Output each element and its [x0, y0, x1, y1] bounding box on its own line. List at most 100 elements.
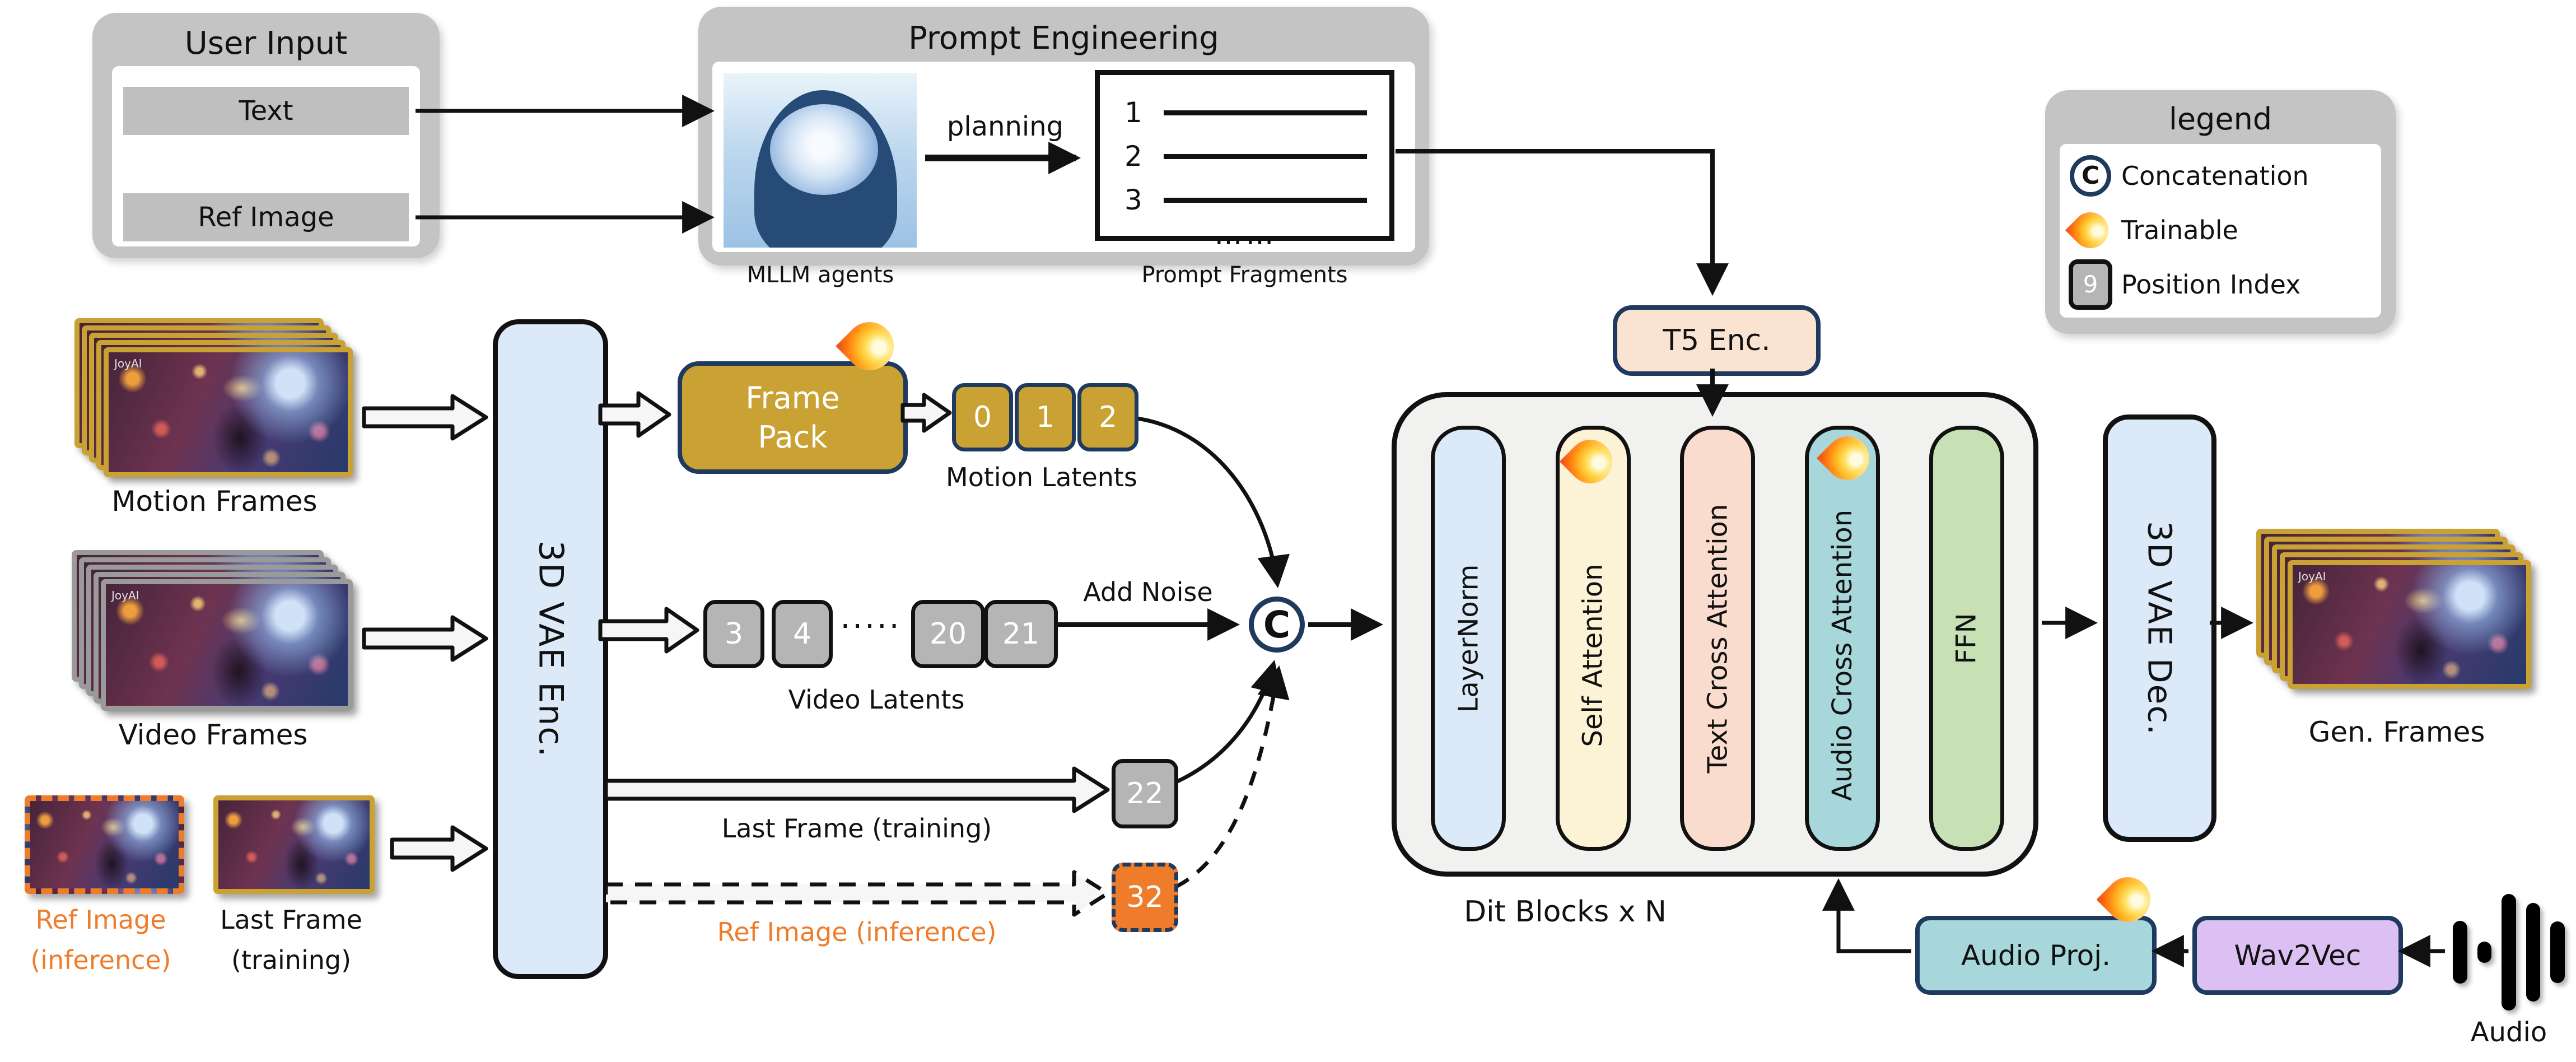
position-index-22: 22 — [1112, 759, 1178, 828]
curve-22-to-concat — [1173, 660, 1282, 785]
motion-latent-0: 0 — [952, 383, 1013, 451]
position-index-32: 32 — [1112, 863, 1178, 932]
video-latents-ellipsis: ····· — [840, 608, 902, 645]
block-arrow-vae-to-32-dashed — [604, 870, 1110, 917]
fragment-row: 3 — [1124, 178, 1367, 222]
audio-waveform-icon — [2453, 863, 2565, 1042]
position-index-icon: 9 — [2060, 259, 2121, 310]
vae-decoder-label: 3D VAE Dec. — [2140, 520, 2179, 736]
legend-title: legend — [2168, 101, 2272, 137]
fragment-line — [1164, 197, 1367, 203]
concatenation-icon: C — [2060, 155, 2121, 197]
self-attention-pill: Self Attention — [1556, 426, 1631, 851]
user-input-title: User Input — [184, 25, 348, 62]
audio-cross-attention-label: Audio Cross Attention — [1827, 509, 1858, 801]
prompt-engineering-title: Prompt Engineering — [908, 20, 1219, 57]
motion-frames-label: Motion Frames — [111, 485, 318, 518]
legend-row-position-index: 9 Position Index — [2060, 257, 2381, 311]
user-input-panel: User Input Text Ref Image — [92, 13, 440, 258]
block-arrow-motion-to-vae — [362, 394, 488, 441]
fragment-row: 2 — [1124, 134, 1367, 178]
last-frame-arrow-label: Last Frame (training) — [721, 813, 992, 844]
curve-motionlatents-to-concat — [1133, 416, 1290, 589]
frame-pack-line1: Frame — [745, 380, 840, 416]
trainable-label: Trainable — [2121, 215, 2238, 245]
position-symbol: 9 — [2069, 259, 2112, 310]
legend-row-concatenation: C Concatenation — [2060, 148, 2381, 203]
fragment-number: 1 — [1124, 96, 1142, 129]
ffn-pill: FFN — [1929, 426, 2004, 851]
prompt-fragments-label: Prompt Fragments — [1141, 262, 1348, 288]
curve-32-to-concat — [1175, 665, 1290, 889]
video-frames-stack: JoyAI — [72, 550, 354, 712]
last-frame-training-caption: Last Frame (training) — [202, 900, 381, 980]
last-frame-caption-line1: Last Frame — [220, 905, 362, 935]
motion-latent-1: 1 — [1015, 383, 1076, 451]
frame-pack-line2: Pack — [758, 419, 828, 455]
motion-frames-stack: JoyAI — [74, 318, 354, 479]
fragment-row: 1 — [1124, 91, 1367, 134]
audio-cross-attention-trainable-flame — [1816, 427, 1879, 490]
gen-frames-label: Gen. Frames — [2308, 716, 2485, 748]
fragment-line — [1164, 153, 1367, 159]
text-cross-attention-label: Text Cross Attention — [1702, 504, 1734, 773]
frame-pack-box: Frame Pack — [678, 361, 908, 474]
block-arrow-vae-to-framepack — [598, 391, 671, 438]
video-frames-label: Video Frames — [118, 719, 308, 751]
flame-icon — [2060, 204, 2121, 255]
fragment-line — [1164, 110, 1367, 115]
brain-glow — [769, 104, 878, 195]
photo-watermark: JoyAI — [114, 357, 142, 370]
ref-image-inference-caption: Ref Image (inference) — [6, 900, 196, 980]
add-noise-label: Add Noise — [1083, 577, 1213, 607]
legend-row-trainable: Trainable — [2060, 203, 2381, 257]
fragment-ellipsis: …… — [1214, 218, 1277, 251]
video-latent-3: 3 — [703, 600, 764, 668]
wav2vec-box: Wav2Vec — [2192, 916, 2403, 995]
video-latent-20: 20 — [911, 600, 985, 668]
video-latent-4: 4 — [772, 600, 833, 668]
block-arrow-video-to-vae — [362, 615, 488, 662]
mllm-agents-label: MLLM agents — [746, 262, 894, 288]
concat-symbol: C — [2070, 155, 2111, 197]
last-frame-caption-line2: (training) — [231, 945, 352, 975]
ref-image-inference-photo — [25, 795, 184, 894]
layernorm-pill: LayerNorm — [1431, 426, 1506, 851]
block-arrow-lastframe-to-vae — [390, 825, 488, 872]
ref-image-caption-line2: (inference) — [30, 945, 171, 975]
audio-cross-attention-pill: Audio Cross Attention — [1805, 426, 1880, 851]
arrow-audioproj-to-audioca — [1822, 878, 1911, 953]
ref-image-caption-line1: Ref Image — [35, 905, 166, 935]
t5-encoder-box: T5 Enc. — [1613, 305, 1821, 376]
legend-body: C Concatenation Trainable 9 Position Ind… — [2060, 144, 2381, 318]
self-attention-label: Self Attention — [1578, 563, 1609, 747]
ref-image-arrow-label: Ref Image (inference) — [717, 917, 997, 947]
motion-latents-label: Motion Latents — [946, 462, 1137, 492]
ffn-label: FFN — [1951, 612, 1982, 664]
arrow-fragments-to-t5 — [1396, 149, 1729, 296]
audio-label: Audio — [2470, 1017, 2547, 1048]
ref-image-input-item: Ref Image — [123, 193, 409, 241]
video-latents-label: Video Latents — [788, 684, 965, 715]
planning-label: planning — [946, 111, 1064, 142]
mllm-brain-image — [724, 73, 917, 248]
vae-encoder-label: 3D VAE Enc. — [531, 540, 570, 758]
layernorm-label: LayerNorm — [1453, 564, 1484, 712]
fragment-number: 2 — [1124, 140, 1142, 173]
photo-watermark: JoyAI — [111, 589, 139, 602]
position-index-label: Position Index — [2121, 269, 2301, 300]
block-arrow-vae-to-videolatents — [598, 607, 699, 654]
video-latent-21: 21 — [984, 600, 1058, 668]
photo-watermark: JoyAI — [2298, 570, 2326, 583]
text-cross-attention-pill: Text Cross Attention — [1680, 426, 1755, 851]
audio-proj-box: Audio Proj. — [1915, 916, 2157, 995]
fragment-number: 3 — [1124, 184, 1142, 216]
block-arrow-framepack-to-latents — [900, 393, 952, 433]
concatenation-label: Concatenation — [2121, 160, 2309, 191]
text-input-item: Text — [123, 87, 409, 135]
motion-latent-2: 2 — [1077, 383, 1138, 451]
self-attention-trainable-flame — [1559, 430, 1622, 493]
prompt-fragments-box: 1 2 3 …… — [1095, 70, 1394, 251]
legend-panel: legend C Concatenation Trainable 9 Posit… — [2045, 90, 2396, 334]
